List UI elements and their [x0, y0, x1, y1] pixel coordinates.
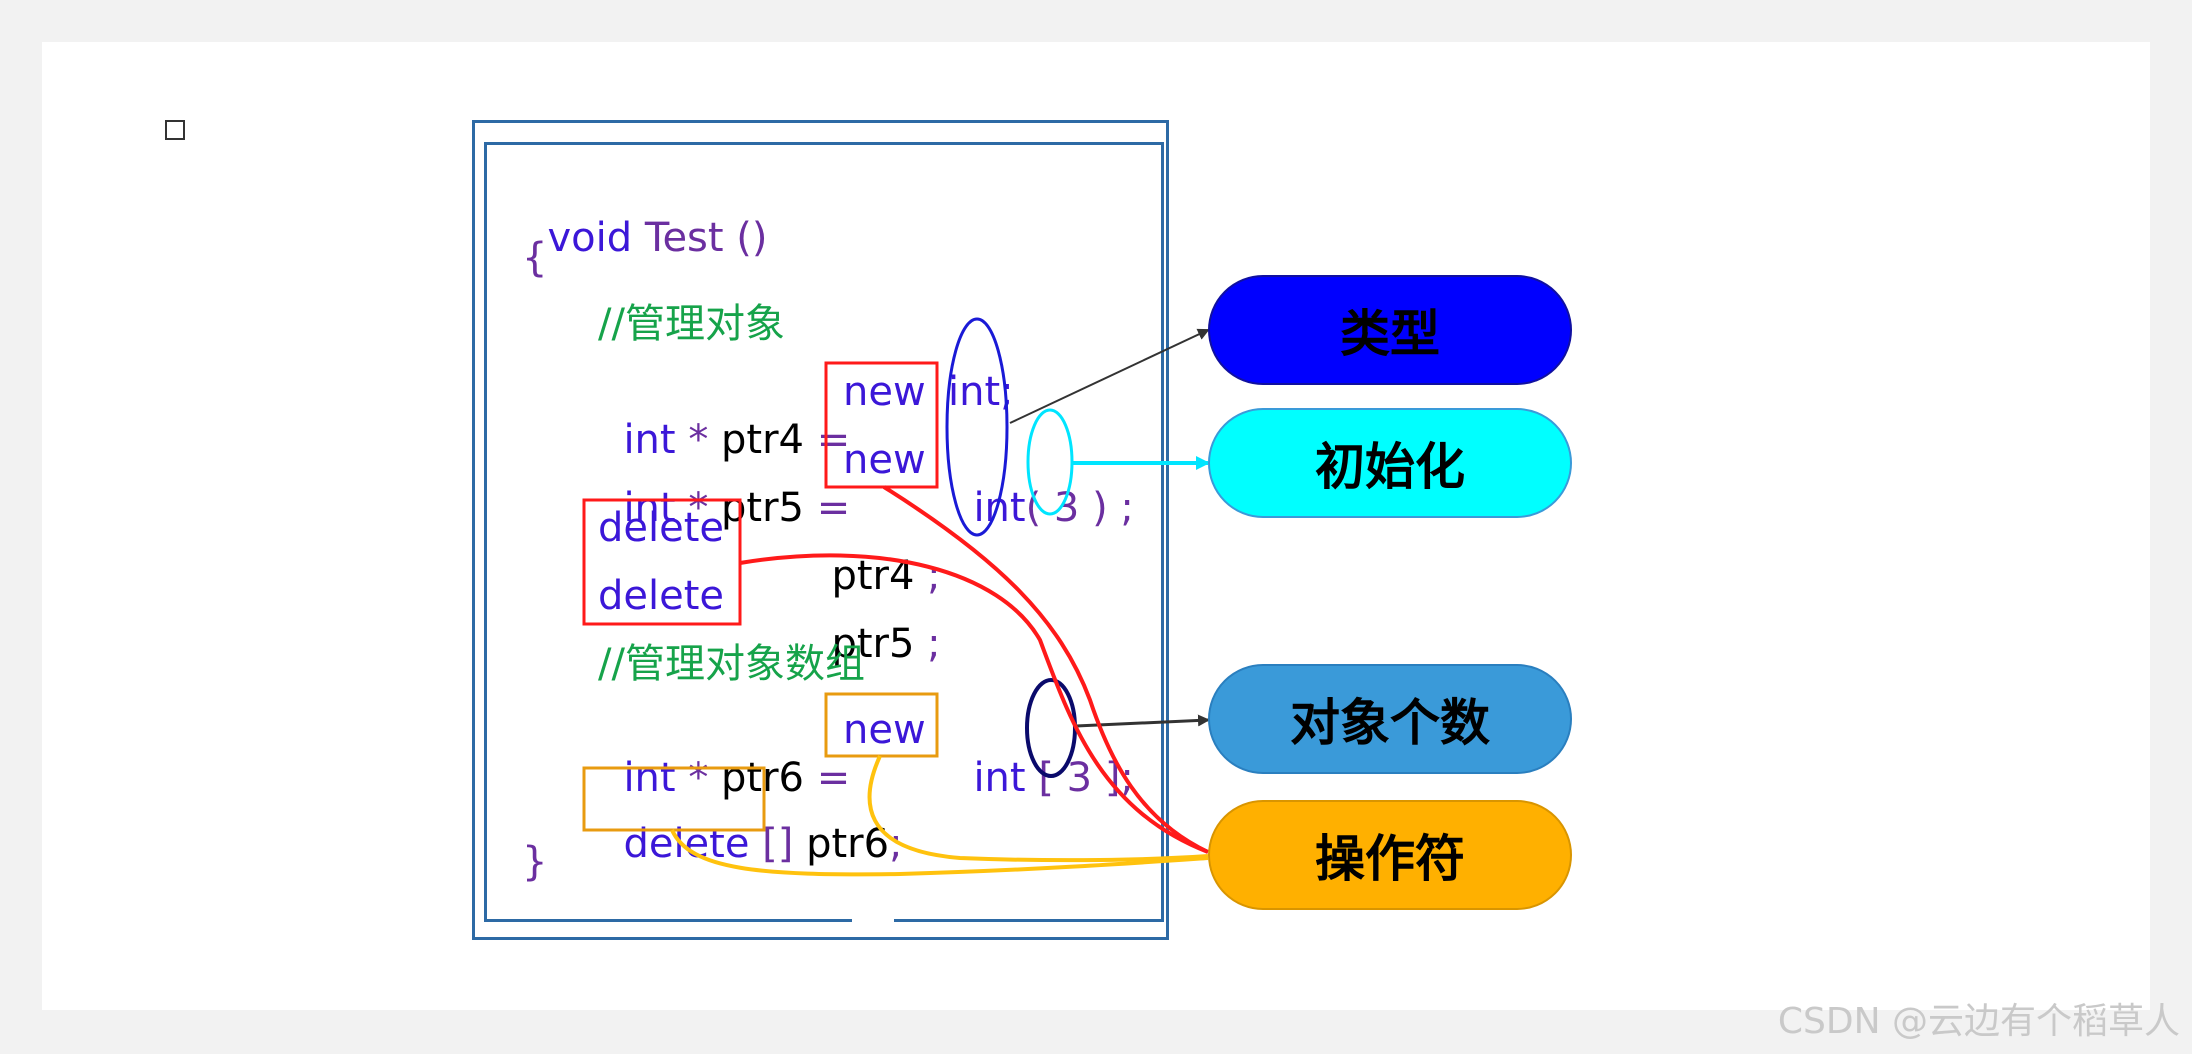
semicolon: ; — [889, 821, 903, 867]
code-line-signature: void Test () — [522, 166, 768, 262]
label-initialization: 初始化 — [1208, 408, 1572, 518]
semicolon: ; — [1120, 485, 1134, 531]
orange-curve-from-new — [867, 755, 1209, 863]
semicolon: ; — [927, 621, 941, 667]
var-ptr5: ptr5 — [721, 485, 804, 531]
red-curve-from-new — [882, 485, 1209, 854]
delete-op-2: delete — [598, 573, 725, 619]
pointer-star: * — [688, 485, 709, 531]
orange-curve-from-delete — [670, 829, 1209, 877]
close-brace: } — [522, 839, 548, 885]
left-paren: ( — [1025, 485, 1042, 531]
pointer-star: * — [688, 417, 709, 463]
frame-gap — [852, 905, 894, 935]
var-ptr5: ptr5 — [831, 621, 915, 667]
function-name: Test () — [644, 215, 768, 261]
watermark: CSDN @云边有个稻草人 — [1777, 1001, 2180, 1042]
orange-box-delete — [582, 766, 766, 832]
code-line-ptr4: int * ptr4 = — [598, 368, 850, 464]
new-op-ptr6: new — [843, 707, 926, 753]
red-curve-from-delete — [739, 553, 1209, 854]
array-count: 3 — [1066, 755, 1093, 801]
keyword-void: void — [547, 215, 633, 261]
arrow-to-type — [1009, 328, 1210, 424]
checkbox[interactable] — [165, 120, 185, 140]
open-brace: { — [522, 235, 548, 281]
code-frame-inner — [484, 142, 1164, 922]
new-op-ptr4: new — [843, 369, 926, 415]
code-frame-outer — [472, 120, 1169, 940]
label-type: 类型 — [1208, 275, 1572, 385]
delete-op-1: delete — [598, 505, 725, 551]
var-ptr4: ptr4 — [721, 417, 804, 463]
semicolon: ; — [927, 553, 941, 599]
assign-op: = — [816, 755, 851, 801]
delete-target-ptr5: ptr5 ; — [806, 572, 941, 668]
code-line-ptr5: int * ptr5 = — [598, 436, 850, 532]
array-expr-ptr6: int [ 3 ]; — [948, 706, 1133, 802]
var-ptr6: ptr6 — [806, 821, 890, 867]
init-ellipse — [1026, 408, 1074, 516]
new-op-ptr5: new — [843, 437, 926, 483]
assign-op: = — [816, 417, 851, 463]
type-int: int — [623, 417, 676, 463]
count-ellipse — [1025, 678, 1077, 778]
left-bracket: [ — [1038, 755, 1054, 801]
orange-box-new — [824, 692, 939, 758]
label-object-count: 对象个数 — [1208, 664, 1572, 774]
array-brackets: [] — [762, 821, 794, 867]
type-ellipse — [945, 317, 1009, 537]
label-operator: 操作符 — [1208, 800, 1572, 910]
type-int: int — [973, 755, 1026, 801]
right-paren: ) — [1092, 485, 1108, 531]
init-expr-ptr5: int( 3 ) ; — [948, 436, 1134, 532]
type-int: int — [623, 755, 676, 801]
comment-manage-object: //管理对象 — [598, 301, 785, 347]
assign-op: = — [816, 485, 851, 531]
type-int: int — [623, 485, 676, 531]
red-box-new — [824, 361, 939, 489]
comment-manage-array: //管理对象数组 — [598, 641, 865, 687]
red-box-delete — [582, 498, 742, 626]
figure-edge-patch — [1192, 70, 1532, 88]
